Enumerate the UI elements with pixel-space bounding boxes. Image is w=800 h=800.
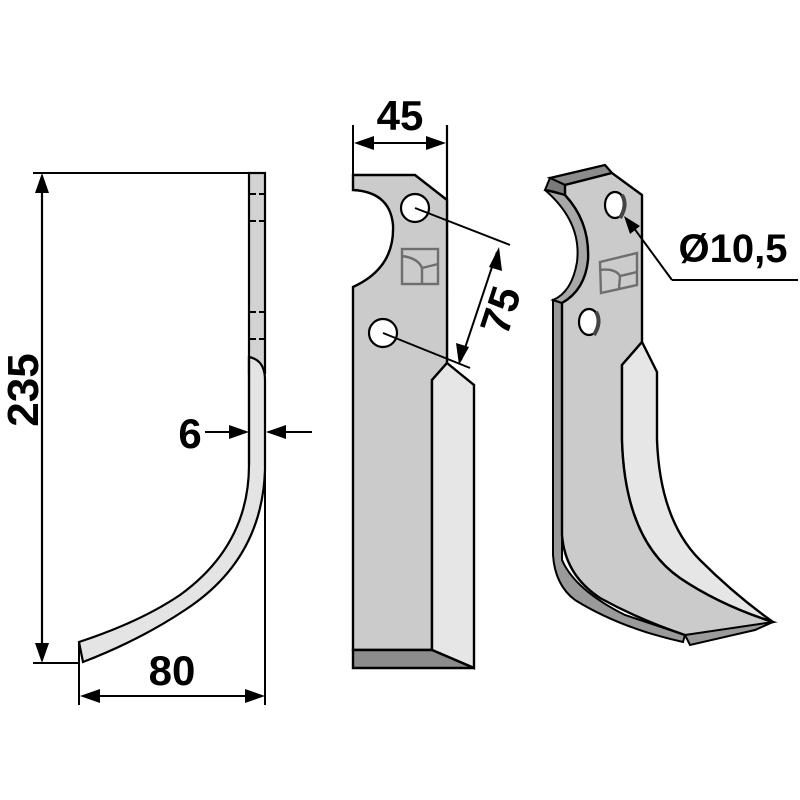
arrow-up-icon xyxy=(489,247,502,271)
dimension-hole-diameter: Ø10,5 xyxy=(679,227,788,271)
dimension-width-top: 45 xyxy=(377,92,424,139)
arrow-left-icon xyxy=(80,689,100,703)
dimension-thickness: 6 xyxy=(178,410,201,457)
arrow-right-icon xyxy=(245,689,265,703)
side-profile-view: 6 80 235 xyxy=(0,171,312,705)
dimension-height: 235 xyxy=(0,353,48,426)
arrow-pointer-icon xyxy=(624,216,640,234)
arrow-left-icon xyxy=(266,425,286,439)
brand-logo-icon xyxy=(400,247,440,286)
perspective-view: Ø10,5 xyxy=(543,163,798,647)
brand-logo-icon xyxy=(598,251,639,295)
arrow-up-icon xyxy=(35,173,49,193)
arrow-left-icon xyxy=(354,136,374,150)
arrow-right-icon xyxy=(426,136,446,150)
dimension-width-bottom: 80 xyxy=(149,647,196,694)
front-flat-view: 45 75 xyxy=(351,92,530,670)
dimension-hole-spacing: 75 xyxy=(471,281,530,340)
arrow-down-icon xyxy=(35,643,49,663)
arrow-down-icon xyxy=(456,343,469,365)
arrow-right-icon xyxy=(229,425,249,439)
